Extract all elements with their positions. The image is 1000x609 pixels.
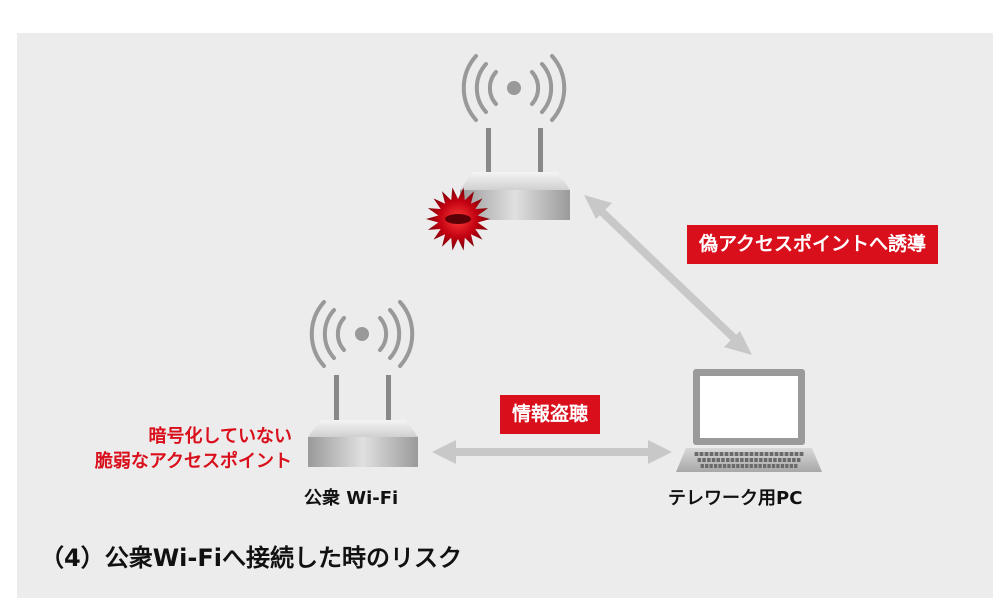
keyboard-key bbox=[773, 458, 777, 462]
keyboard-key bbox=[779, 452, 784, 456]
laptop-icon bbox=[676, 369, 822, 472]
keyboard-key bbox=[749, 452, 754, 456]
keyboard-key bbox=[758, 464, 762, 468]
keyboard-key bbox=[702, 458, 706, 462]
diagram-panel bbox=[17, 33, 993, 598]
keyboard-key bbox=[792, 458, 796, 462]
keyboard-key bbox=[711, 458, 716, 462]
keyboard-key bbox=[749, 458, 754, 462]
keyboard-key bbox=[740, 458, 744, 462]
public-wifi-label: 公衆 Wi-Fi bbox=[304, 488, 399, 509]
keyboard-key bbox=[754, 452, 759, 456]
keyboard-key bbox=[705, 464, 709, 468]
keyboard-key bbox=[789, 452, 794, 456]
keyboard-key bbox=[729, 452, 734, 456]
keyboard-key bbox=[769, 452, 774, 456]
fake-router-icon bbox=[460, 54, 570, 220]
keyboard-key bbox=[694, 452, 699, 456]
keyboard-key bbox=[763, 458, 768, 462]
keyboard-key bbox=[726, 458, 730, 462]
keyboard-key bbox=[774, 452, 779, 456]
fake-ap-guidance-tag: 偽アクセスポイントへ誘導 bbox=[687, 225, 939, 264]
keyboard-key bbox=[782, 458, 787, 462]
keyboard-key bbox=[718, 464, 722, 468]
keyboard-key bbox=[794, 452, 799, 456]
public-router-icon bbox=[308, 300, 418, 467]
keyboard-key bbox=[724, 452, 729, 456]
eavesdrop-tag: 情報盗聴 bbox=[500, 395, 601, 434]
keyboard-key bbox=[697, 458, 702, 462]
keyboard-key bbox=[704, 452, 709, 456]
keyboard-key bbox=[780, 464, 785, 468]
keyboard-key bbox=[739, 452, 744, 456]
keyboard-key bbox=[785, 464, 789, 468]
keyboard-key bbox=[721, 458, 725, 462]
keyboard-key bbox=[709, 452, 714, 456]
keyboard-key bbox=[768, 458, 772, 462]
keyboard-key bbox=[727, 464, 731, 468]
keyboard-key bbox=[699, 452, 704, 456]
keyboard-key bbox=[767, 464, 771, 468]
keyboard-key bbox=[740, 464, 744, 468]
keyboard-key bbox=[714, 452, 719, 456]
keyboard-key bbox=[754, 464, 758, 468]
keyboard-key bbox=[714, 464, 718, 468]
keyboard-key bbox=[794, 464, 798, 468]
keyboard-key bbox=[764, 452, 769, 456]
telework-pc-label: テレワーク用PC bbox=[668, 488, 803, 509]
keyboard-key bbox=[784, 452, 789, 456]
keyboard-key bbox=[796, 458, 801, 462]
weak-ap-warning-line1: 暗号化していない bbox=[148, 426, 292, 447]
weak-ap-warning: 暗号化していない 脆弱なアクセスポイント bbox=[95, 424, 292, 474]
keyboard-key bbox=[745, 464, 749, 468]
keyboard-key bbox=[778, 458, 782, 462]
keyboard-key bbox=[744, 458, 749, 462]
double-arrow-fake-ap bbox=[584, 195, 752, 355]
keyboard-key bbox=[719, 452, 724, 456]
keyboard-key bbox=[789, 464, 793, 468]
keyboard-key bbox=[759, 452, 764, 456]
weak-ap-warning-line2: 脆弱なアクセスポイント bbox=[94, 451, 292, 472]
keyboard-key bbox=[731, 464, 736, 468]
double-arrow-public bbox=[432, 440, 672, 464]
keyboard-key bbox=[736, 464, 740, 468]
keyboard-key bbox=[787, 458, 791, 462]
keyboard-key bbox=[707, 458, 711, 462]
keyboard-key bbox=[749, 464, 753, 468]
keyboard-key bbox=[799, 452, 804, 456]
figure-caption: （4）公衆Wi-Fiへ接続した時のリスク bbox=[40, 544, 462, 572]
keyboard-key bbox=[759, 458, 763, 462]
keyboard-key bbox=[700, 464, 704, 468]
keyboard-key bbox=[735, 458, 739, 462]
keyboard-key bbox=[716, 458, 720, 462]
keyboard-key bbox=[730, 458, 735, 462]
danger-burst-icon bbox=[426, 187, 490, 251]
keyboard-key bbox=[771, 464, 776, 468]
keyboard-key bbox=[709, 464, 713, 468]
keyboard-key bbox=[763, 464, 767, 468]
keyboard-key bbox=[754, 458, 758, 462]
keyboard-key bbox=[722, 464, 727, 468]
keyboard-key bbox=[744, 452, 749, 456]
keyboard-key bbox=[734, 452, 739, 456]
keyboard-key bbox=[776, 464, 780, 468]
